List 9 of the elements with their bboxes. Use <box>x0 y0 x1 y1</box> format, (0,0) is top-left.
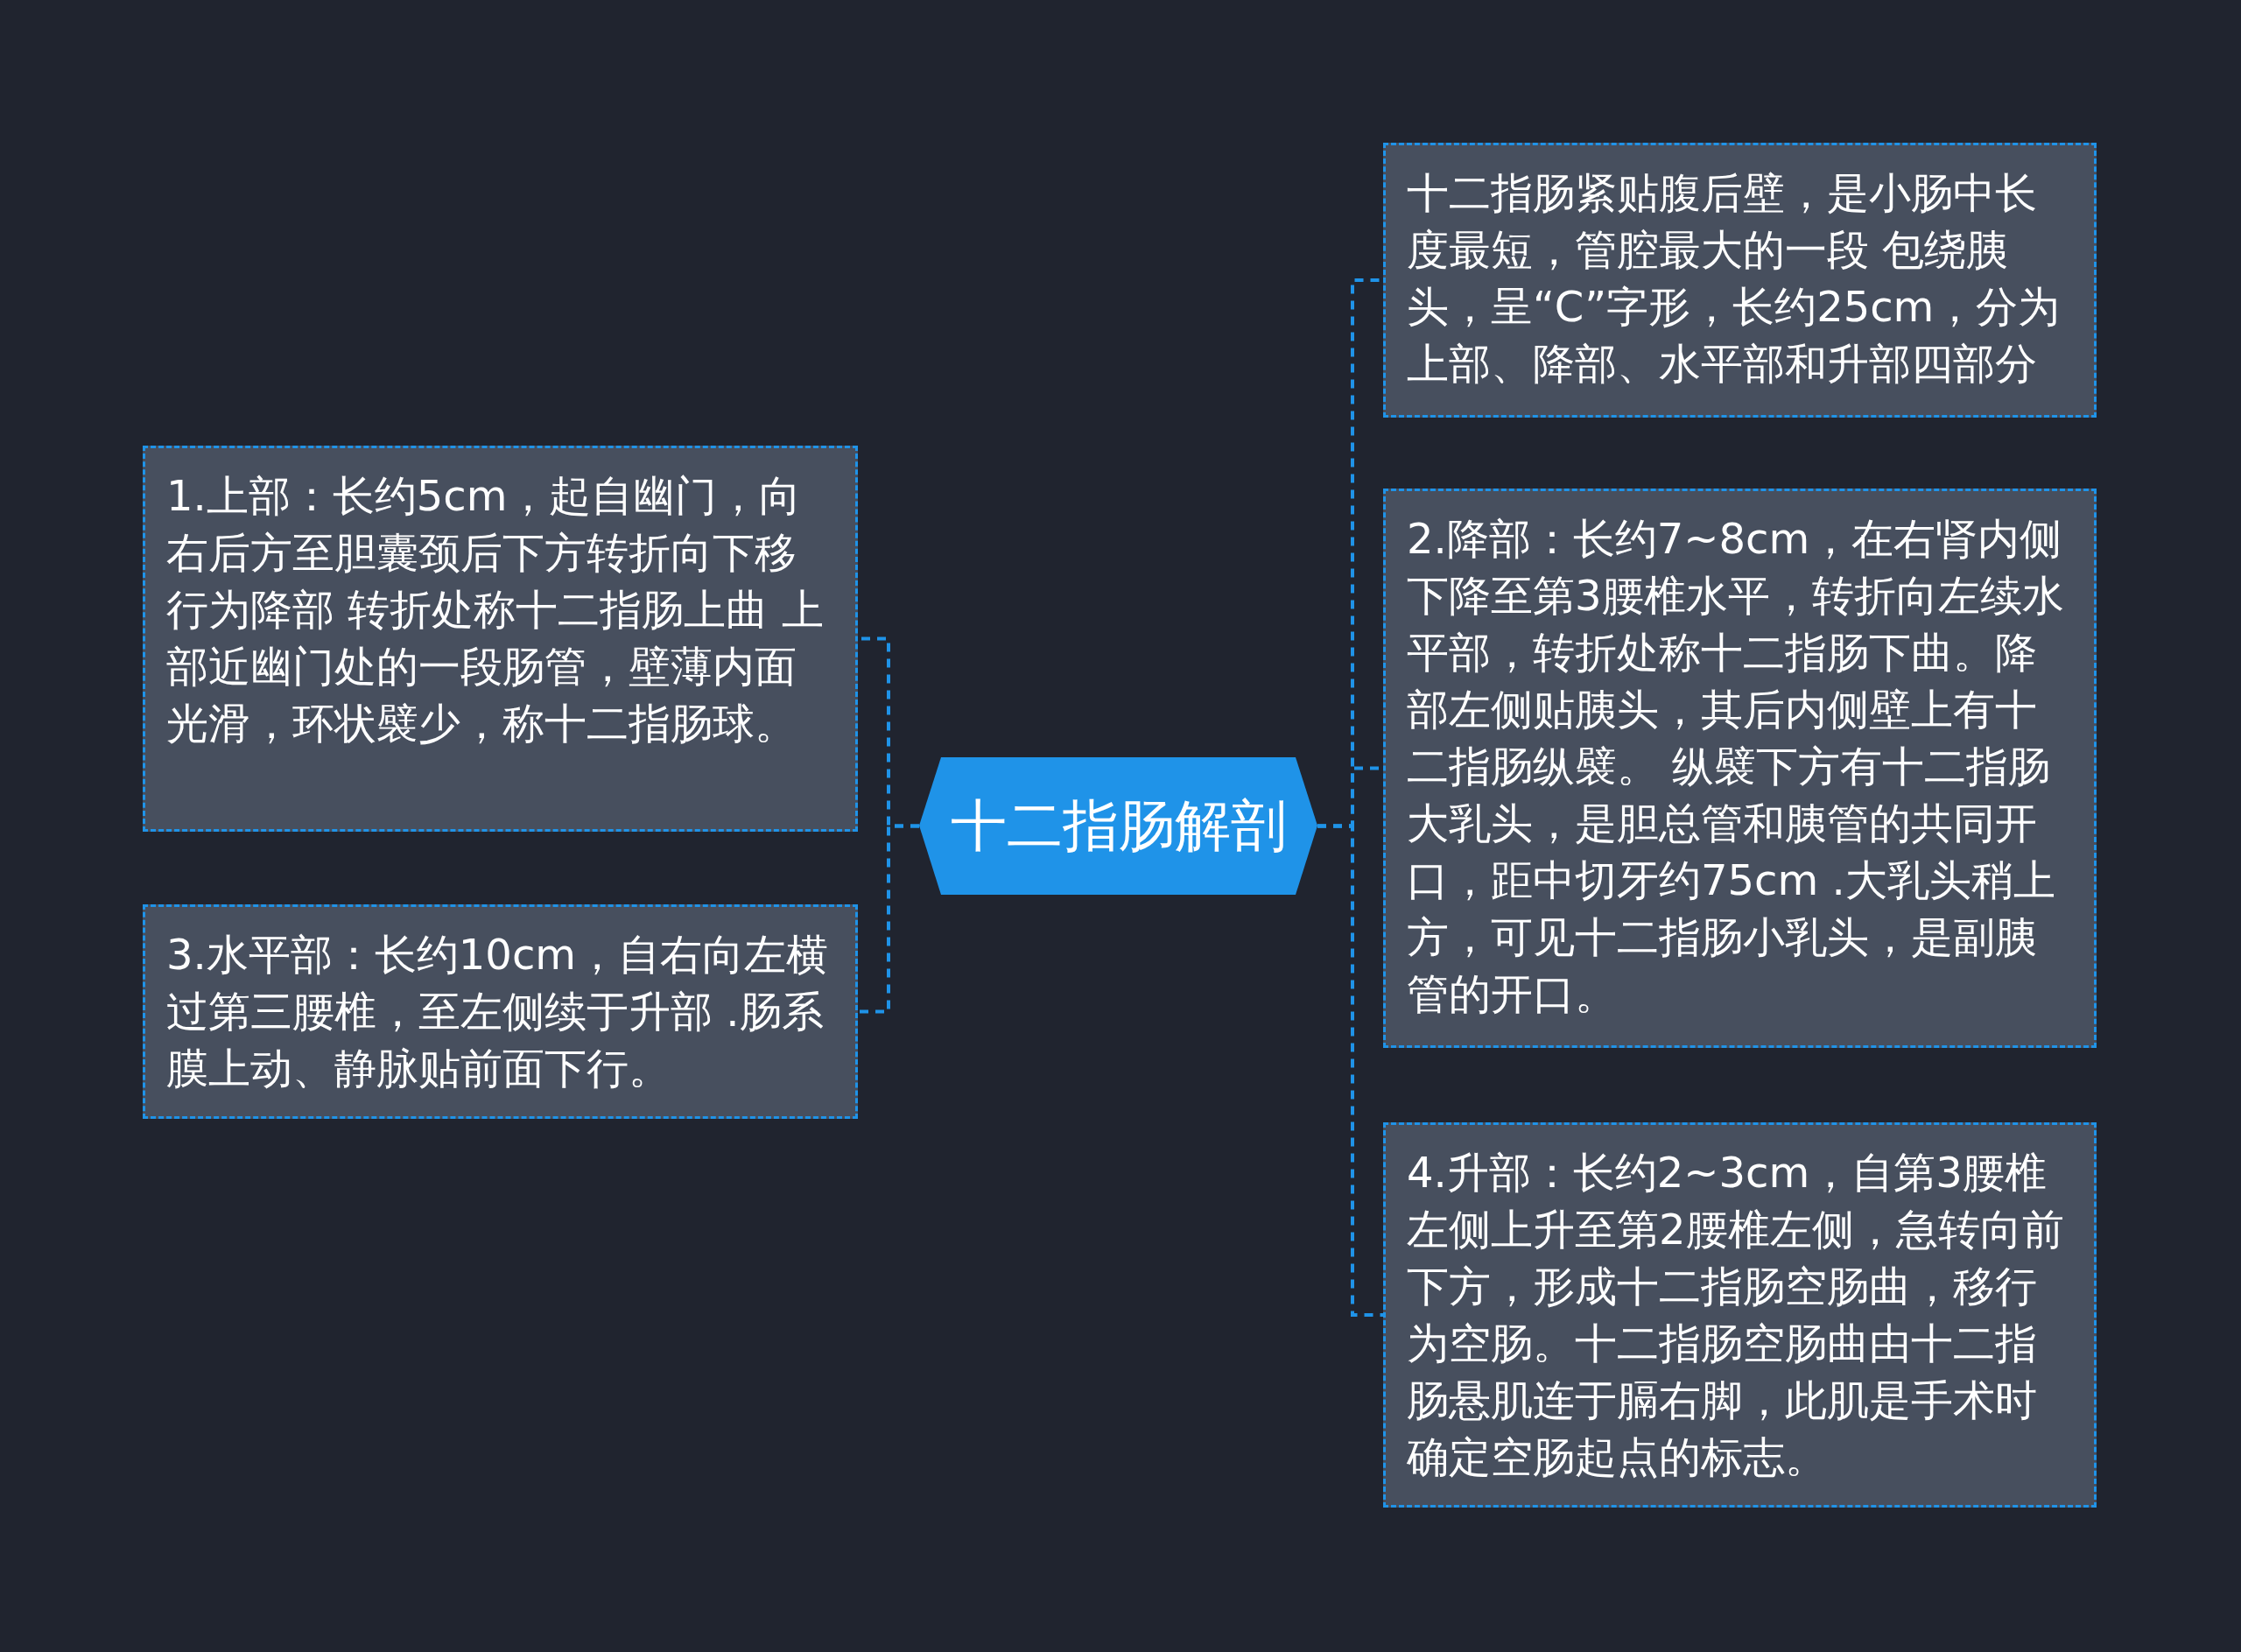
connector <box>858 824 919 1014</box>
text-box: 十二指肠紧贴腹后壁，是小肠中长度最短，管腔最大的一段 包绕胰头，呈“C”字形，长约25cm，分为上部、降部、水平部和升部四部分 <box>1383 143 2097 418</box>
topic-title: 十二指肠解剖 <box>950 792 1287 860</box>
text-box: 2.降部：长约7~8cm，在右肾内侧下降至第3腰椎水平，转折向左续水平部，转折处称十二指肠下曲。降部左侧贴胰头，其后内侧壁上有十二指肠纵襞。 纵襞下方有十二指肠大乳头，是胆总管和胰管的共同开口，距中切牙约75cm .大乳头稍上方，可见十二指肠小乳头，是副胰管的开口。 <box>1383 489 2097 1048</box>
connector <box>1317 824 1383 1317</box>
text-box: 3.水平部：长约10cm，自右向左横过第三腰椎，至左侧续于升部 .肠系膜上动、静脉贴前面下行。 <box>143 904 858 1119</box>
topic-box <box>919 757 1317 895</box>
text-box: 1.上部：长约5cm，起自幽门，向右后方至胆囊颈后下方转折向下移行为降部 转折处称十二指肠上曲 上部近幽门处的一段肠管，壁薄内面光滑，环状襞少，称十二指肠球。 <box>143 446 858 832</box>
text-box: 4.升部：长约2~3cm，自第3腰椎左侧上升至第2腰椎左侧，急转向前下方，形成十二指肠空肠曲，移行为空肠。十二指肠空肠曲由十二指肠悬肌连于膈右脚，此肌是手术时确定空肠起点的标志。 <box>1383 1122 2097 1508</box>
